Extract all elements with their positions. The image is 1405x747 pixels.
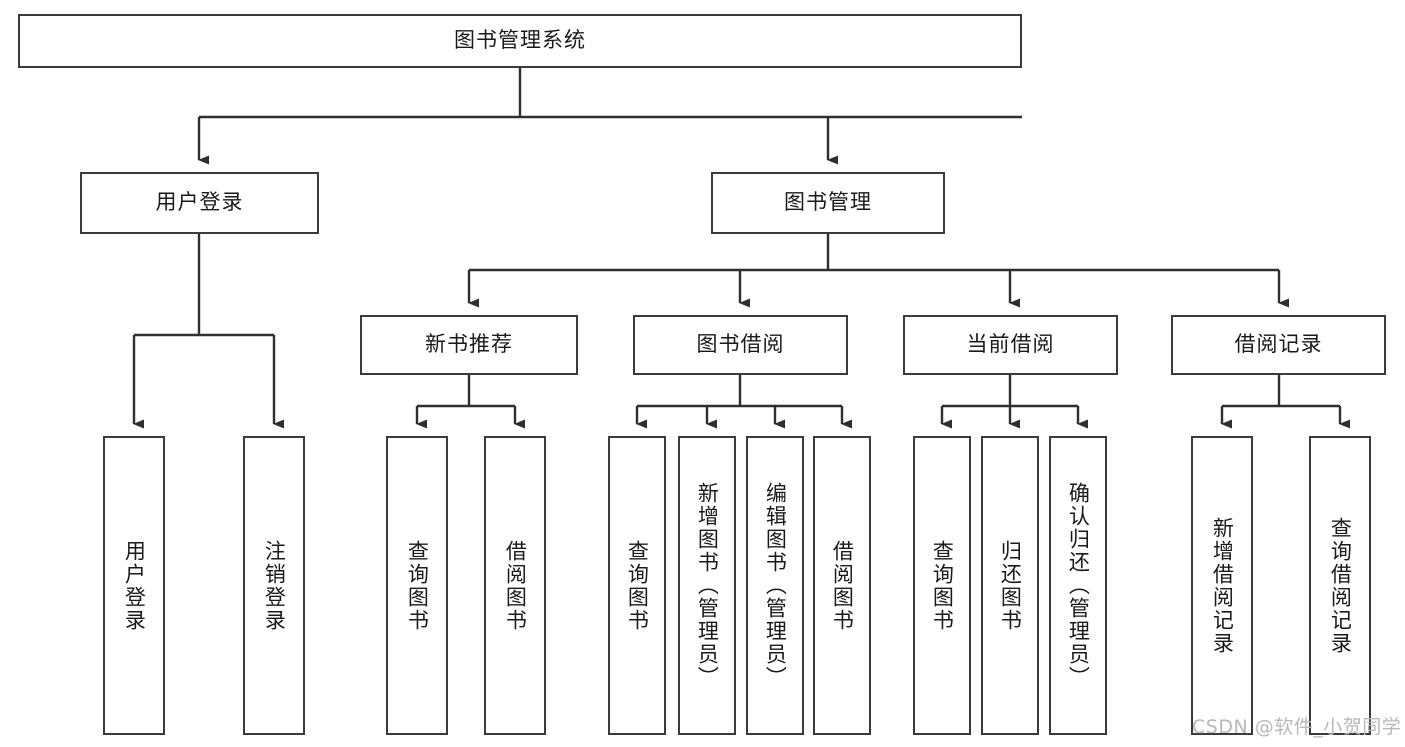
node-label: 借阅记录	[1234, 332, 1323, 357]
leaf-borrow-book-recommend[interactable]: 借阅图书	[484, 436, 546, 735]
leaf-query-book-current[interactable]: 查询图书	[913, 436, 971, 735]
node-label: 借阅图书	[503, 539, 528, 632]
node-label: 新书推荐	[425, 332, 513, 357]
node-book-borrow[interactable]: 图书借阅	[633, 315, 848, 375]
node-label: 注销登录	[262, 539, 287, 632]
node-label: 新增借阅记录	[1210, 516, 1235, 655]
leaf-query-book-borrow[interactable]: 查询图书	[608, 436, 666, 735]
node-new-book-recommend[interactable]: 新书推荐	[360, 315, 578, 375]
node-book-management[interactable]: 图书管理	[711, 172, 945, 234]
node-label: 确认归还（管理员）	[1066, 482, 1091, 689]
node-label: 查询图书	[625, 539, 650, 632]
leaf-edit-book-admin[interactable]: 编辑图书（管理员）	[746, 436, 804, 735]
node-label: 归还图书	[998, 539, 1023, 632]
node-label: 查询借阅记录	[1328, 516, 1353, 655]
node-root-book-management-system[interactable]: 图书管理系统	[18, 14, 1022, 68]
leaf-borrow-book[interactable]: 借阅图书	[813, 436, 871, 735]
leaf-query-borrow-record[interactable]: 查询借阅记录	[1309, 436, 1371, 735]
node-label: 用户登录	[155, 190, 244, 215]
node-label: 用户登录	[122, 539, 147, 632]
node-label: 新增图书（管理员）	[695, 482, 720, 689]
leaf-logout-login[interactable]: 注销登录	[243, 436, 305, 735]
leaf-confirm-return-admin[interactable]: 确认归还（管理员）	[1049, 436, 1107, 735]
node-label: 借阅图书	[830, 539, 855, 632]
node-label: 图书管理	[784, 190, 872, 215]
node-user-login[interactable]: 用户登录	[80, 172, 319, 234]
node-label: 图书借阅	[696, 332, 785, 357]
node-label: 查询图书	[405, 539, 430, 632]
node-label: 查询图书	[930, 539, 955, 632]
node-borrow-record[interactable]: 借阅记录	[1171, 315, 1386, 375]
node-current-borrow[interactable]: 当前借阅	[903, 315, 1118, 375]
leaf-add-book-admin[interactable]: 新增图书（管理员）	[678, 436, 736, 735]
leaf-return-book[interactable]: 归还图书	[981, 436, 1039, 735]
leaf-add-borrow-record[interactable]: 新增借阅记录	[1191, 436, 1253, 735]
leaf-user-login[interactable]: 用户登录	[103, 436, 165, 735]
node-label: 图书管理系统	[454, 28, 586, 53]
leaf-query-book-recommend[interactable]: 查询图书	[386, 436, 448, 735]
node-label: 当前借阅	[966, 332, 1055, 357]
node-label: 编辑图书（管理员）	[763, 482, 788, 689]
watermark-text: CSDN @软件_小贺同学	[1192, 716, 1402, 738]
